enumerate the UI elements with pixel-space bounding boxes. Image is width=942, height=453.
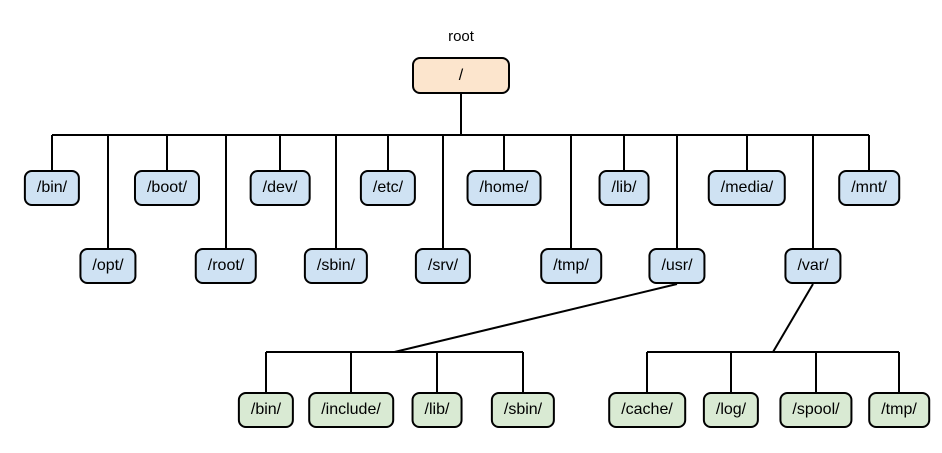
node-var-tmp: /tmp/	[868, 392, 930, 428]
node-opt: /opt/	[79, 248, 137, 284]
node-mnt: /mnt/	[838, 170, 900, 206]
node-boot: /boot/	[133, 170, 201, 206]
node-var-spool: /spool/	[779, 392, 853, 428]
node-dev: /dev/	[249, 170, 311, 206]
node-lib: /lib/	[598, 170, 650, 206]
node-var-log: /log/	[702, 392, 760, 428]
node-var: /var/	[784, 248, 842, 284]
node-var-cache: /cache/	[608, 392, 686, 428]
root-caption: root	[448, 28, 474, 45]
node-srv: /srv/	[414, 248, 472, 284]
node-usr-include: /include/	[308, 392, 394, 428]
node-usr-sbin: /sbin/	[490, 392, 556, 428]
node-usr-lib: /lib/	[411, 392, 463, 428]
node-home: /home/	[466, 170, 542, 206]
node-bin: /bin/	[23, 170, 81, 206]
node-usr-bin: /bin/	[237, 392, 295, 428]
node-tmp: /tmp/	[540, 248, 602, 284]
node-usr: /usr/	[648, 248, 706, 284]
node-sbin: /sbin/	[303, 248, 369, 284]
node-etc: /etc/	[359, 170, 417, 206]
node-root: /root/	[194, 248, 258, 284]
node-media: /media/	[707, 170, 787, 206]
node-root: /	[412, 57, 510, 94]
